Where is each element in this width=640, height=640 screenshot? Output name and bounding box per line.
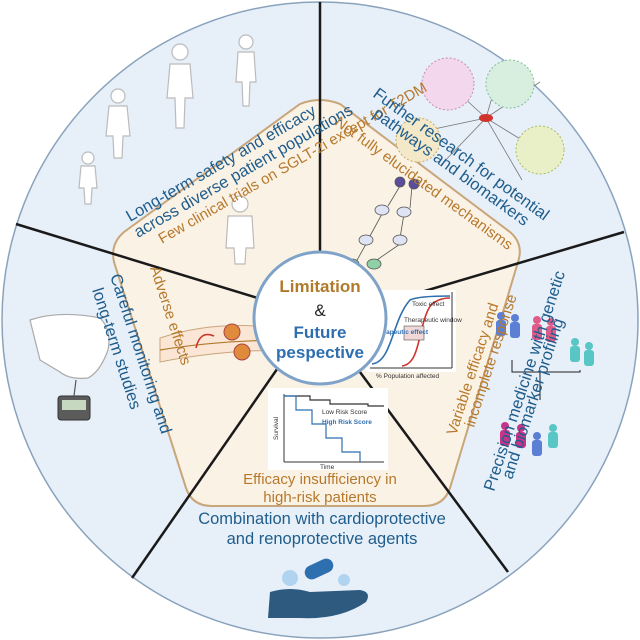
arm-monitor-illustration — [29, 313, 110, 421]
therapeutic-label: Therapeutic effect — [372, 329, 429, 336]
survival-legend-high: High Risk Score — [322, 419, 372, 426]
survival-plot: Low Risk Score High Risk Score Time Surv… — [268, 388, 388, 471]
human-figure-icons — [78, 34, 257, 265]
center-title-future: Future — [294, 323, 347, 342]
survival-legend-low: Low Risk Score — [322, 409, 368, 416]
hand-pill-icon — [268, 558, 368, 619]
response-xlabel: % Population affected — [376, 373, 440, 380]
perspective-4-line2: and renoprotective agents — [227, 530, 418, 548]
center-title-limitation: Limitation — [279, 277, 360, 296]
center-title-perspective: pespective — [276, 343, 364, 362]
survival-ylabel: Survival — [273, 416, 280, 440]
center-ampersand: & — [314, 301, 326, 320]
limitation-4-line2: high-risk patients — [263, 489, 376, 506]
toxic-label: Toxic effect — [412, 301, 445, 308]
people-profiling-icons — [496, 312, 594, 456]
center-circle — [252, 250, 388, 386]
dose-response-plot: Therapeutic window Toxic effect Therapeu… — [366, 290, 462, 380]
perspective-4-line1: Combination with cardioprotective — [198, 510, 446, 528]
network-illustration — [395, 57, 565, 181]
window-label: Therapeutic window — [404, 317, 462, 324]
survival-xlabel: Time — [320, 464, 335, 471]
limitation-4-line1: Efficacy insufficiency in — [243, 471, 397, 488]
